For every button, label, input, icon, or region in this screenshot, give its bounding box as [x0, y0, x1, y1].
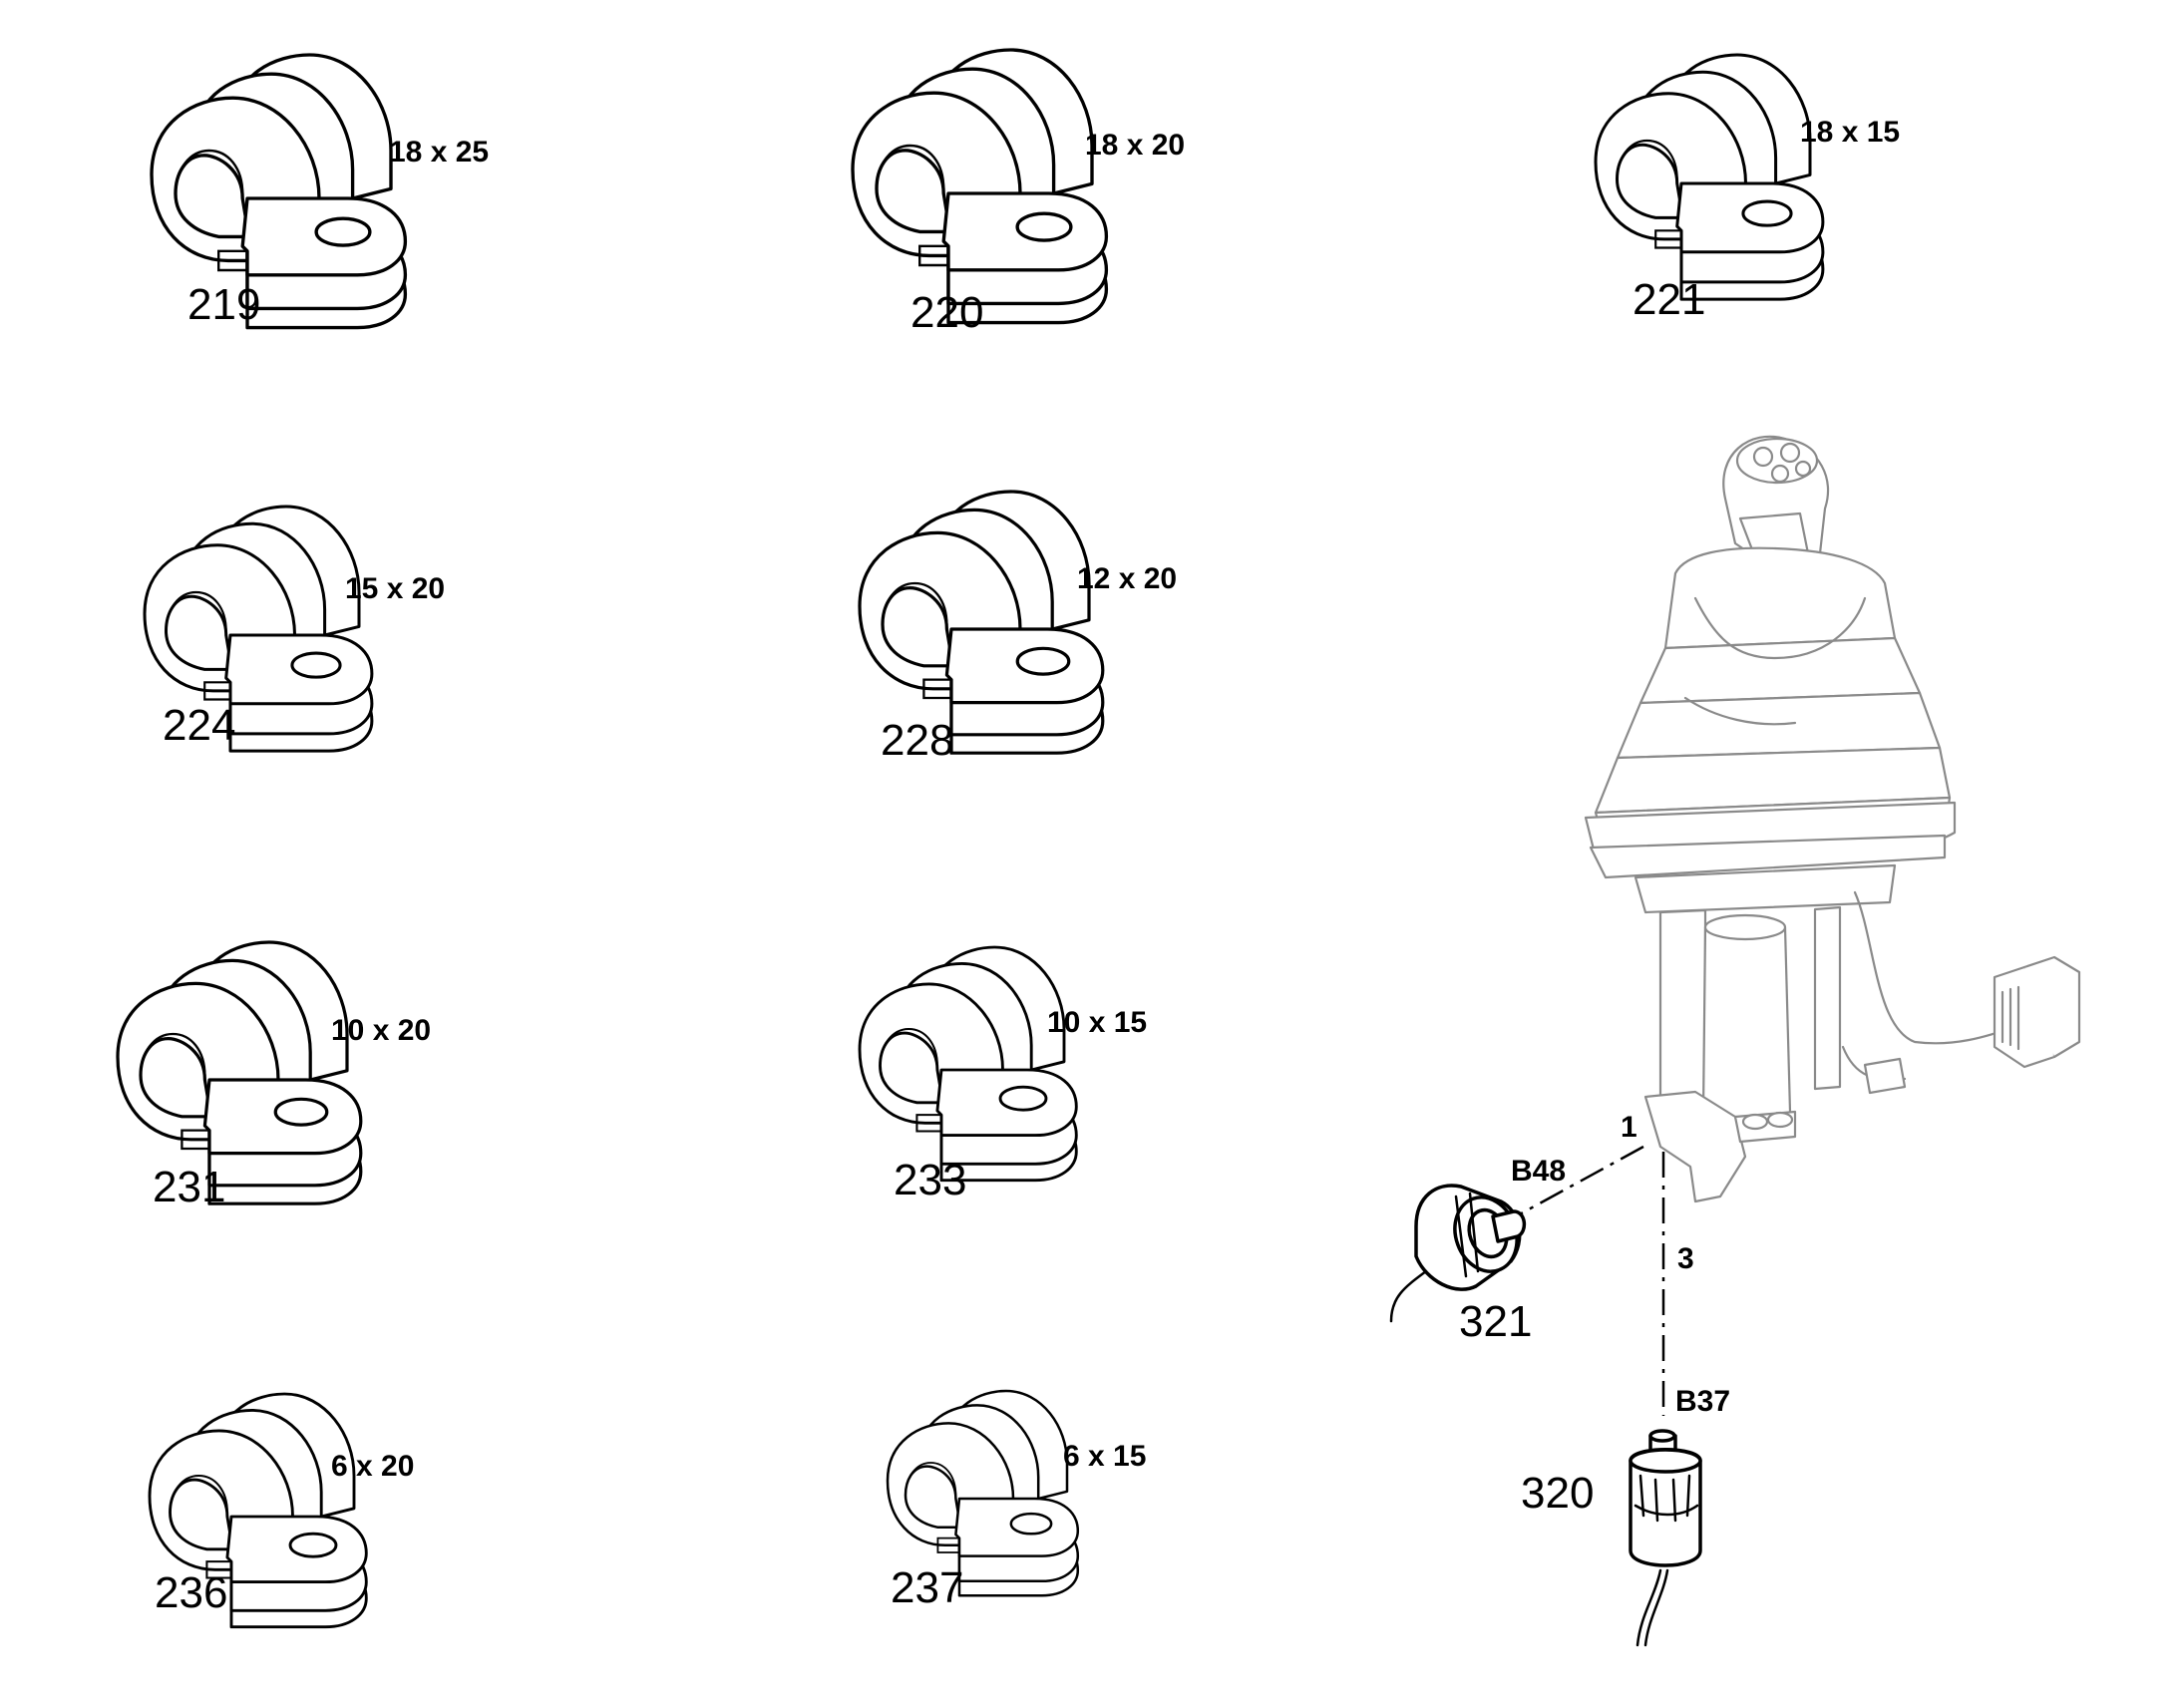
clamp-221: 18 x 15 221 [1594, 53, 1900, 324]
callout-number: 237 [891, 1563, 963, 1612]
clamp-size-label: 6 x 20 [331, 1450, 414, 1483]
callout-number: 320 [1521, 1469, 1594, 1518]
connector-label-3: 3 [1677, 1242, 1694, 1275]
clamp-228: 12 x 20 228 [858, 490, 1177, 765]
connector-label-1: 1 [1621, 1111, 1637, 1144]
clamp-size-label: 10 x 20 [331, 1014, 431, 1047]
callout-number: 220 [910, 288, 983, 337]
clamp-size-label: 6 x 15 [1063, 1440, 1146, 1473]
clamp-size-label: 10 x 15 [1047, 1006, 1147, 1039]
clamp-219: 18 x 25 219 [150, 53, 489, 330]
clamp-233: 10 x 15 233 [858, 945, 1147, 1204]
clamp-size-label: 12 x 20 [1077, 562, 1177, 595]
clamp-size-label: 18 x 25 [389, 136, 489, 169]
joystick-assembly [1584, 435, 2081, 1203]
clamp-size-label: 15 x 20 [345, 572, 445, 605]
sensor-code: B48 [1511, 1155, 1566, 1188]
clamp-size-label: 18 x 20 [1085, 129, 1185, 162]
clamp-237: 6 x 15 237 [886, 1389, 1146, 1612]
sensor-b48: B48 321 [1389, 1155, 1566, 1346]
callout-number: 321 [1459, 1297, 1532, 1346]
clamp-231: 10 x 20 231 [116, 940, 431, 1211]
callout-number: 233 [894, 1156, 966, 1204]
callout-number: 221 [1633, 275, 1705, 324]
connector-lines: 1 3 [1515, 1111, 1694, 1416]
sensor-b37: B37 320 [1521, 1385, 1730, 1647]
callout-number: 224 [163, 701, 235, 750]
clamp-236: 6 x 20 236 [148, 1392, 414, 1629]
callout-number: 228 [881, 716, 953, 765]
callout-number: 219 [187, 280, 260, 329]
callout-number: 236 [155, 1568, 227, 1617]
sensor-code: B37 [1675, 1385, 1730, 1418]
clamp-220: 18 x 20 220 [851, 48, 1185, 337]
callout-number: 231 [153, 1163, 225, 1211]
clamp-size-label: 18 x 15 [1800, 116, 1900, 149]
clamp-224: 15 x 20 224 [143, 505, 445, 753]
